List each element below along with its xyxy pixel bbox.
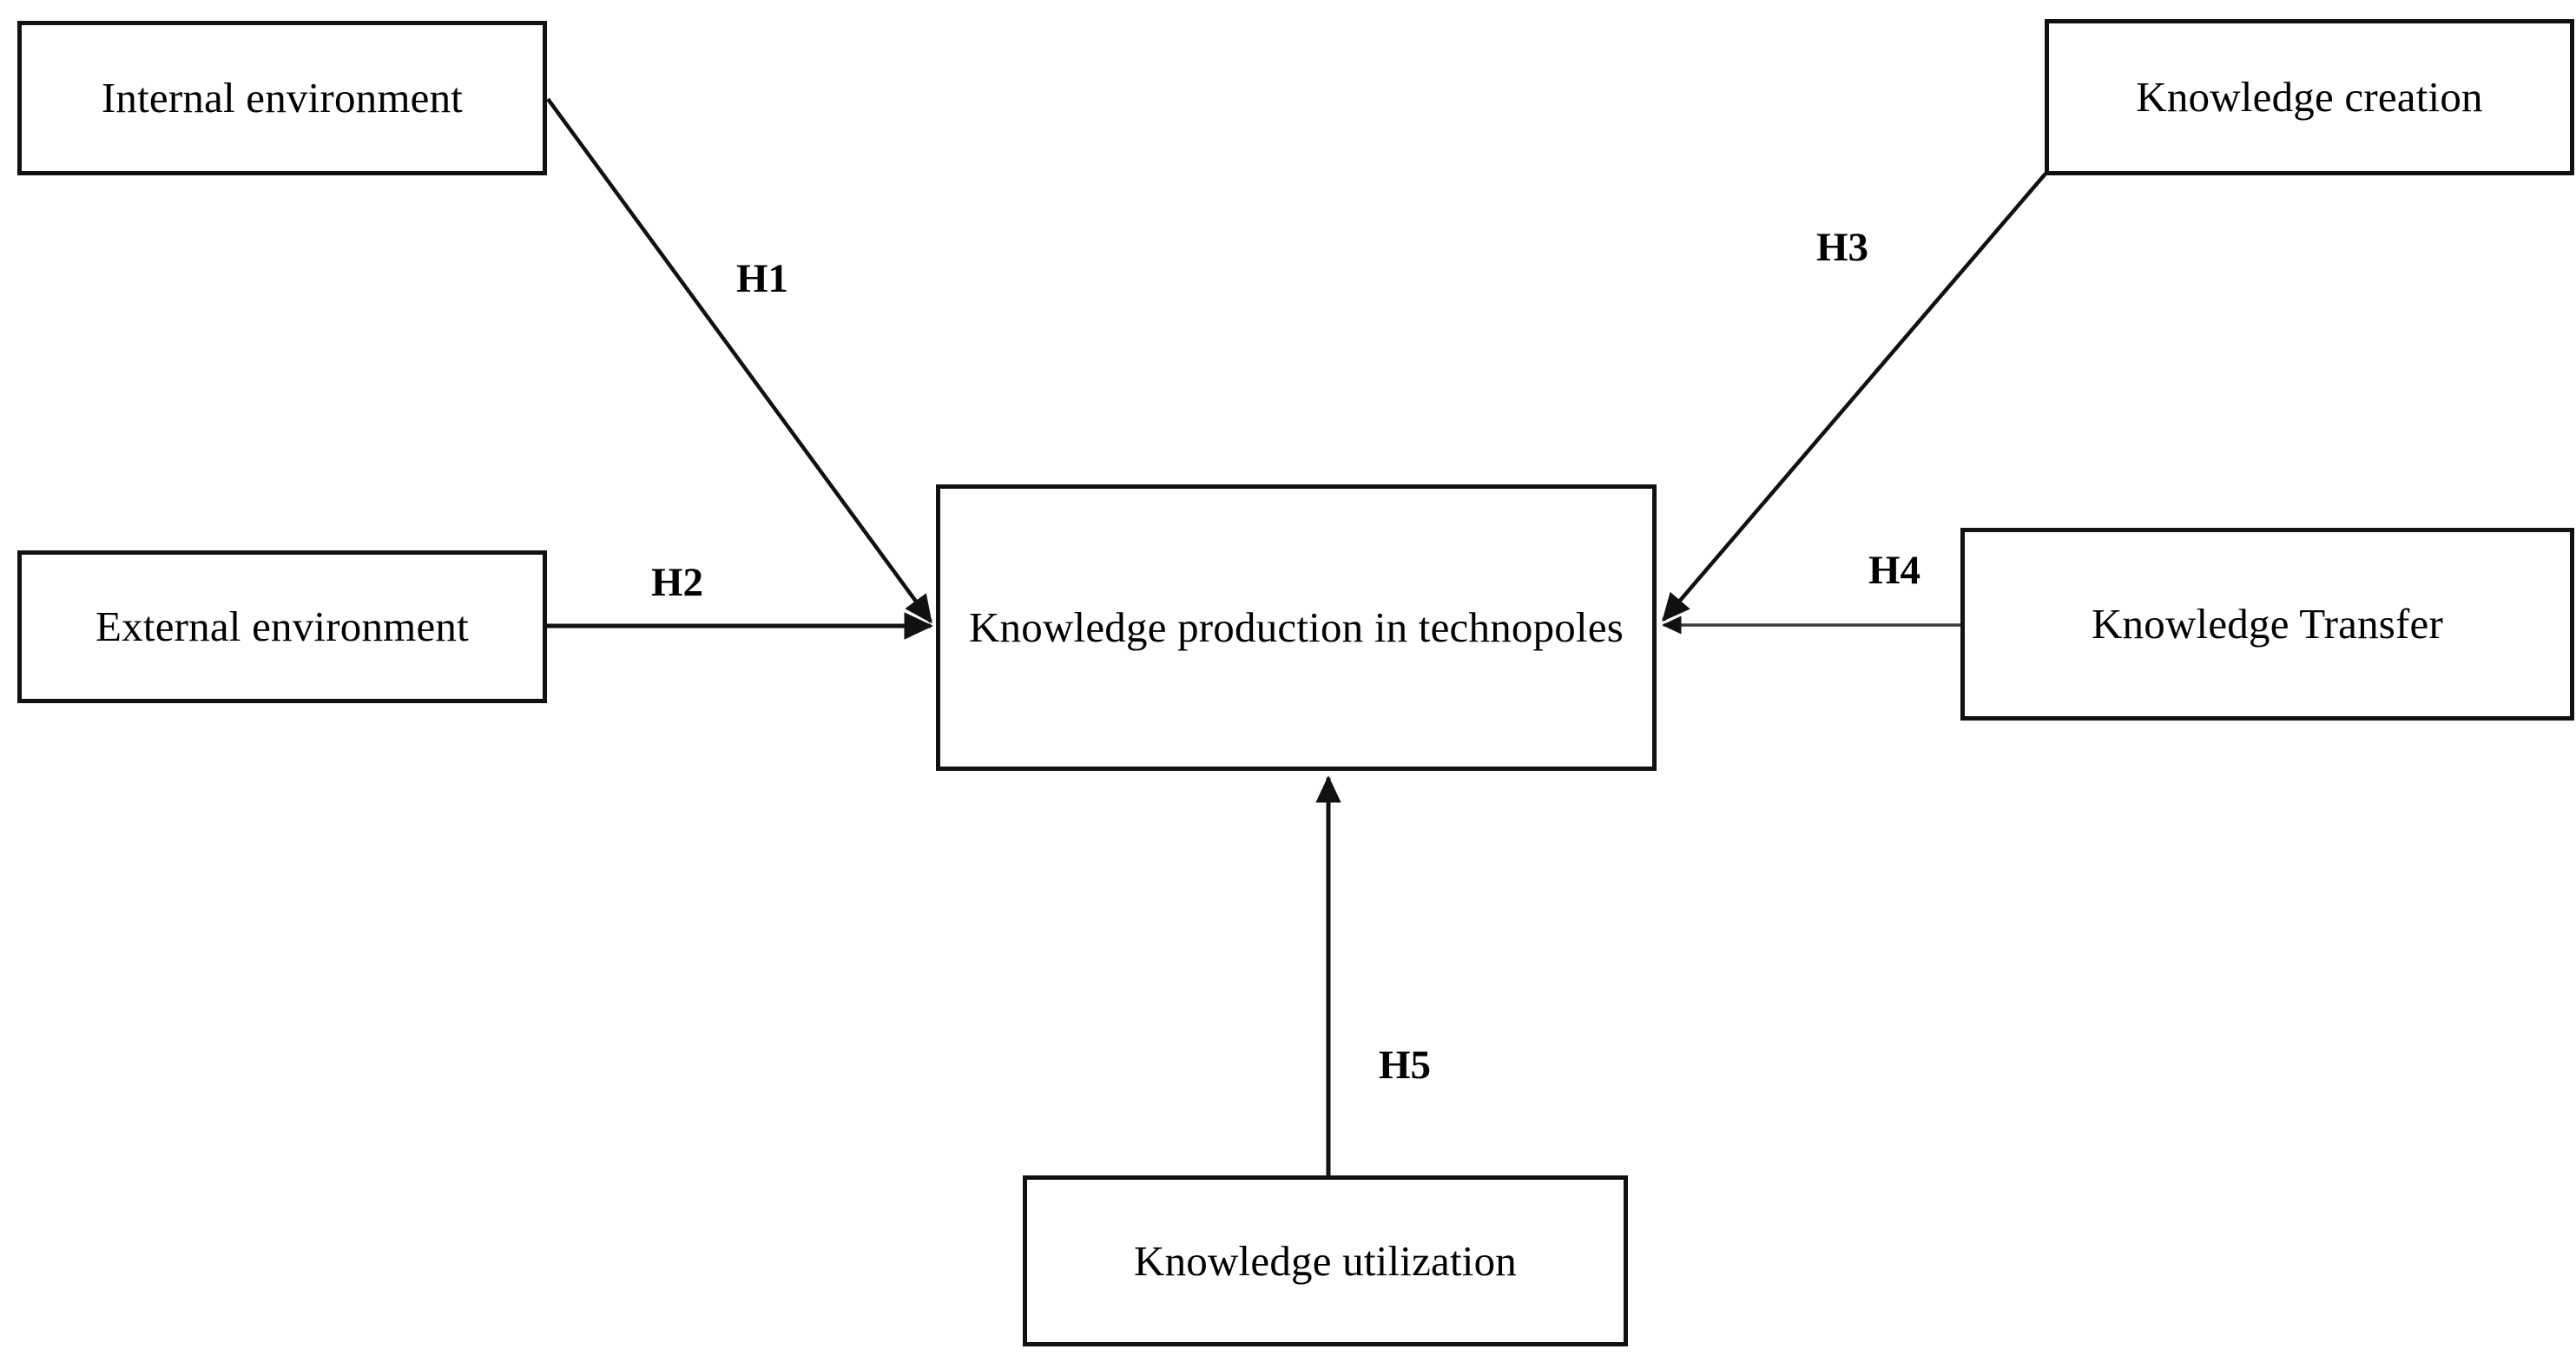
node-knowledge-transfer[interactable]: Knowledge Transfer <box>1960 528 2574 721</box>
edge-label-h1: H1 <box>736 256 789 301</box>
edge-label-h4: H4 <box>1868 548 1921 593</box>
node-knowledge-production[interactable]: Knowledge production in technopoles <box>936 484 1657 771</box>
edge-h3-line <box>1662 172 2047 622</box>
edge-label-h2: H2 <box>651 560 704 605</box>
edge-label-h5: H5 <box>1379 1043 1432 1088</box>
edge-h1-line <box>546 97 932 624</box>
node-knowledge-creation-label: Knowledge creation <box>2136 73 2483 122</box>
node-knowledge-utilization[interactable]: Knowledge utilization <box>1023 1175 1628 1346</box>
node-knowledge-transfer-label: Knowledge Transfer <box>2091 600 2444 648</box>
node-knowledge-creation[interactable]: Knowledge creation <box>2045 19 2574 175</box>
edge-label-h3: H3 <box>1816 225 1869 270</box>
node-knowledge-utilization-label: Knowledge utilization <box>1133 1236 1517 1285</box>
node-internal-environment[interactable]: Internal environment <box>17 21 547 175</box>
node-external-environment[interactable]: External environment <box>17 550 547 703</box>
node-knowledge-production-label: Knowledge production in technopoles <box>968 603 1624 652</box>
node-external-environment-label: External environment <box>96 602 469 651</box>
node-internal-environment-label: Internal environment <box>101 74 464 122</box>
